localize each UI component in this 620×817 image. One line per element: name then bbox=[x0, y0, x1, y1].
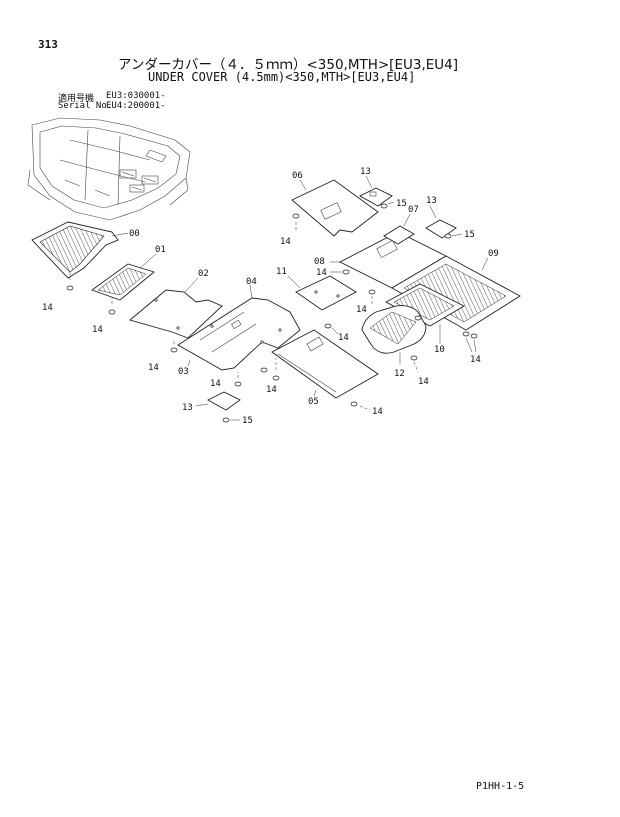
callout-13-b: 13 bbox=[426, 196, 437, 206]
callout-15-a: 15 bbox=[396, 199, 407, 209]
callout-14-g: 14 bbox=[316, 268, 327, 278]
part-07-cover-bracket: 07 bbox=[383, 205, 419, 245]
callout-05: 05 bbox=[308, 397, 319, 407]
footer-page-code: P1HH-1-5 bbox=[476, 781, 525, 792]
part-11-small-plate: 11 bbox=[276, 267, 357, 311]
page-title-japanese: アンダーカバー（４．５ｍｍ）<350,MTH>[EU3,EU4] bbox=[118, 57, 459, 73]
serial-label-japanese: 適用号機 bbox=[58, 94, 95, 104]
callout-14-i: 14 bbox=[338, 333, 349, 343]
callout-14-l: 14 bbox=[372, 407, 383, 417]
callout-14-b: 14 bbox=[92, 325, 103, 335]
callout-00: 00 bbox=[129, 229, 140, 239]
callout-14-k: 14 bbox=[470, 355, 481, 365]
callout-09: 09 bbox=[488, 249, 499, 259]
serial-value-eu3: EU3:030001- bbox=[106, 91, 166, 101]
part-04-main-under-cover: 04 03 bbox=[177, 277, 301, 377]
part-09-grille-cover: 09 bbox=[391, 249, 521, 331]
callout-01: 01 bbox=[155, 245, 166, 255]
bolt-group-15: 15 15 15 bbox=[222, 199, 475, 426]
callout-04: 04 bbox=[246, 277, 257, 287]
callout-15-c: 15 bbox=[242, 416, 253, 426]
serial-label-english: Serial No. bbox=[58, 101, 113, 111]
part-10-lower-grille: 10 bbox=[385, 283, 465, 355]
callout-15-b: 15 bbox=[464, 230, 475, 240]
callout-14-c: 14 bbox=[148, 363, 159, 373]
part-13-bracket-lower: 13 bbox=[182, 391, 241, 413]
callout-14-d: 14 bbox=[210, 379, 221, 389]
callout-10: 10 bbox=[434, 345, 445, 355]
callout-07: 07 bbox=[408, 205, 419, 215]
part-13-bracket-upper: 13 bbox=[359, 167, 393, 207]
callout-13-c: 13 bbox=[182, 403, 193, 413]
serial-value-eu4: EU4:200001- bbox=[106, 101, 166, 111]
callout-13-a: 13 bbox=[360, 167, 371, 177]
callout-14-a: 14 bbox=[42, 303, 53, 313]
callout-14-e: 14 bbox=[266, 385, 277, 395]
bolt-group-14: 14 14 14 14 14 14 14 14 14 14 14 14 bbox=[42, 213, 481, 417]
part-13-bracket-middle: 13 bbox=[425, 196, 457, 239]
callout-02: 02 bbox=[198, 269, 209, 279]
page-number: 313 bbox=[38, 38, 58, 51]
callout-08: 08 bbox=[314, 257, 325, 267]
callout-03: 03 bbox=[178, 367, 189, 377]
part-00-grille-panel: 00 bbox=[31, 221, 140, 279]
callout-06: 06 bbox=[292, 171, 303, 181]
part-02-cover-plate: 02 bbox=[129, 269, 223, 339]
callout-14-j: 14 bbox=[418, 377, 429, 387]
callout-12: 12 bbox=[394, 369, 405, 379]
callout-11: 11 bbox=[276, 267, 287, 277]
callout-14-h: 14 bbox=[356, 305, 367, 315]
machine-outline-illustration bbox=[27, 117, 191, 221]
page-title-english: UNDER COVER (4.5mm)<350,MTH>[EU3,EU4] bbox=[148, 70, 416, 84]
part-01-small-grille: 01 bbox=[91, 245, 166, 301]
part-06-upper-cover: 06 bbox=[291, 171, 379, 237]
part-12-grille-panel: 12 bbox=[361, 305, 427, 379]
callout-14-f: 14 bbox=[280, 237, 291, 247]
part-05-long-cover-plate: 05 bbox=[271, 329, 379, 407]
